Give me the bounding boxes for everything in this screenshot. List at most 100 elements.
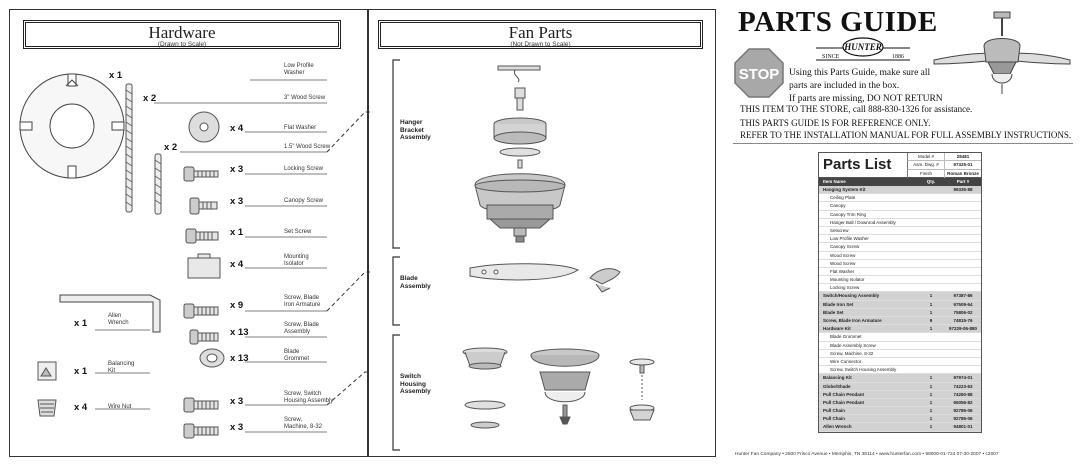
- item-name: Wood Screw: [830, 260, 856, 266]
- fan-parts-title: Fan Parts: [508, 23, 573, 42]
- qty-allen-wrench: x 1: [74, 318, 88, 329]
- table-row: Flat Washer: [819, 268, 981, 277]
- hunter-logo: HUNTER SINCE 1886: [816, 37, 910, 61]
- label-wood-screw-15in: 1.5" Wood Screw: [284, 144, 331, 150]
- item-qty: 1: [929, 391, 933, 397]
- item-name: Wood Screw: [830, 252, 856, 258]
- item-part-number: 94801-01: [953, 424, 973, 430]
- section-switch-housing: Switch Housing Assembly: [400, 373, 431, 395]
- divider: [733, 143, 1073, 144]
- item-name: Switch/Housing Assembly: [823, 293, 880, 299]
- label-blade-assembly-screw: Screw, Blade Assembly: [284, 322, 320, 335]
- item-part-number: 92786-06: [953, 416, 973, 422]
- qty-low-profile-washer: x 1: [109, 70, 123, 81]
- label-allen-wrench: Allen Wrench: [108, 313, 129, 326]
- item-name: Screw, Blade Iron Armature: [823, 318, 882, 323]
- item-qty: [917, 284, 945, 291]
- item-name: Allen Wrench: [823, 424, 852, 430]
- intro-line-2: parts are included in the box.: [789, 81, 900, 91]
- item-part-number: [945, 284, 981, 291]
- machine-screw-illustration: [183, 423, 219, 439]
- hanger-bracket-illustration: [474, 65, 566, 243]
- item-name: Canopy: [830, 203, 846, 209]
- blade-iron-illustration: [589, 268, 621, 293]
- label-machine-screw: Screw, Machine, 8-32: [284, 417, 323, 430]
- qty-balancing-kit: x 1: [74, 366, 88, 377]
- item-name: Canopy Screw: [830, 244, 860, 250]
- item-part-number: 74223-63: [953, 383, 973, 389]
- item-qty: 1: [929, 326, 933, 332]
- table-row: Wood Screw: [819, 260, 981, 268]
- footer: Hunter Fan Company • 2500 Frisco Avenue …: [735, 452, 999, 457]
- item-qty: 1: [929, 383, 933, 389]
- item-part-number: [945, 350, 981, 357]
- parts-list-columns: Item Name Qty. Part #: [819, 178, 981, 186]
- svg-text:1886: 1886: [892, 54, 904, 60]
- item-name: Hanger Ball / Downrod Assembly: [830, 219, 896, 225]
- table-row: Screw, Machine, 8-32: [819, 350, 981, 358]
- item-part-number: [945, 333, 981, 340]
- section-blade-assembly: Blade Assembly: [400, 275, 431, 290]
- qty-set-screw: x 1: [230, 227, 244, 238]
- label-wood-screw-3in: 3" Wood Screw: [284, 95, 326, 101]
- item-qty: 1: [929, 375, 933, 381]
- table-row: Setscrew: [819, 227, 981, 236]
- item-part-number: [945, 366, 981, 373]
- qty-wood-screw-3in: x 2: [143, 93, 157, 104]
- item-name: Pull Chain Pendant: [823, 399, 865, 405]
- locking-screw-illustration: [183, 166, 219, 182]
- table-row: Mounting Isolator: [819, 276, 981, 285]
- item-name: Balancing Kit: [823, 375, 852, 381]
- qty-blade-grommet: x 13: [230, 353, 249, 364]
- parts-list-header: Parts List Model #28481 Asm. Dwg. #97325…: [819, 153, 981, 178]
- label-locking-screw: Locking Screw: [284, 166, 324, 172]
- blade-illustration: [469, 263, 580, 281]
- blade-assembly-screw-illustration: [189, 329, 219, 345]
- table-row: Wire Connector: [819, 358, 981, 367]
- label-blade-grommet: Blade Grommet: [284, 349, 310, 362]
- label-balancing-kit: Balancing Kit: [108, 361, 135, 374]
- item-part-number: [945, 276, 981, 283]
- hardware-illustrations: [19, 73, 370, 439]
- balancing-kit-illustration: [37, 361, 57, 381]
- table-row: Canopy Trim Ring: [819, 211, 981, 219]
- table-row: Wood Screw: [819, 252, 981, 260]
- item-qty: [917, 358, 945, 365]
- item-name: Screw, Switch Housing Assembly: [830, 367, 897, 373]
- table-row: Canopy Screw: [819, 243, 981, 252]
- notice-line-2: THIS PARTS GUIDE IS FOR REFERENCE ONLY.: [740, 118, 931, 128]
- label-flat-washer: Flat Washer: [284, 125, 317, 131]
- fan-parts-header: Fan Parts (Not Drawn to Scale): [378, 20, 703, 49]
- wood-screw-3in-illustration: [125, 83, 133, 213]
- table-row: Blade Assembly Screw: [819, 342, 981, 350]
- item-part-number: 99335-88: [953, 187, 973, 192]
- item-part-number: [945, 194, 981, 201]
- item-name: Blade Grommet: [830, 334, 862, 340]
- parts-guide-title: PARTS GUIDE: [738, 6, 938, 38]
- notice-line-1: THIS ITEM TO THE STORE, call 888-830-132…: [740, 104, 973, 114]
- item-part-number: [945, 227, 981, 234]
- item-qty: [917, 202, 945, 209]
- item-part-number: [945, 268, 981, 275]
- item-name: Canopy Trim Ring: [830, 211, 867, 217]
- wood-screw-15in-illustration: [154, 153, 162, 215]
- item-name: Blade Set: [823, 309, 844, 315]
- fan-parts-frame: [368, 9, 716, 457]
- item-qty: [917, 276, 945, 283]
- item-qty: [917, 219, 945, 226]
- item-part-number: [945, 260, 981, 267]
- item-part-number: 97387-86: [953, 293, 973, 299]
- item-qty: 1: [929, 309, 933, 315]
- item-name: Locking Screw: [830, 285, 860, 291]
- item-part-number: 75806-02: [953, 309, 973, 315]
- notice-line-3: REFER TO THE INSTALLATION MANUAL FOR FUL…: [740, 130, 1072, 140]
- svg-text:HUNTER: HUNTER: [843, 42, 882, 52]
- item-part-number: 97229-06-880: [948, 326, 978, 332]
- table-row: Screw, Switch Housing Assembly: [819, 366, 981, 375]
- item-qty: [917, 350, 945, 357]
- mounting-isolator-illustration: [187, 253, 221, 279]
